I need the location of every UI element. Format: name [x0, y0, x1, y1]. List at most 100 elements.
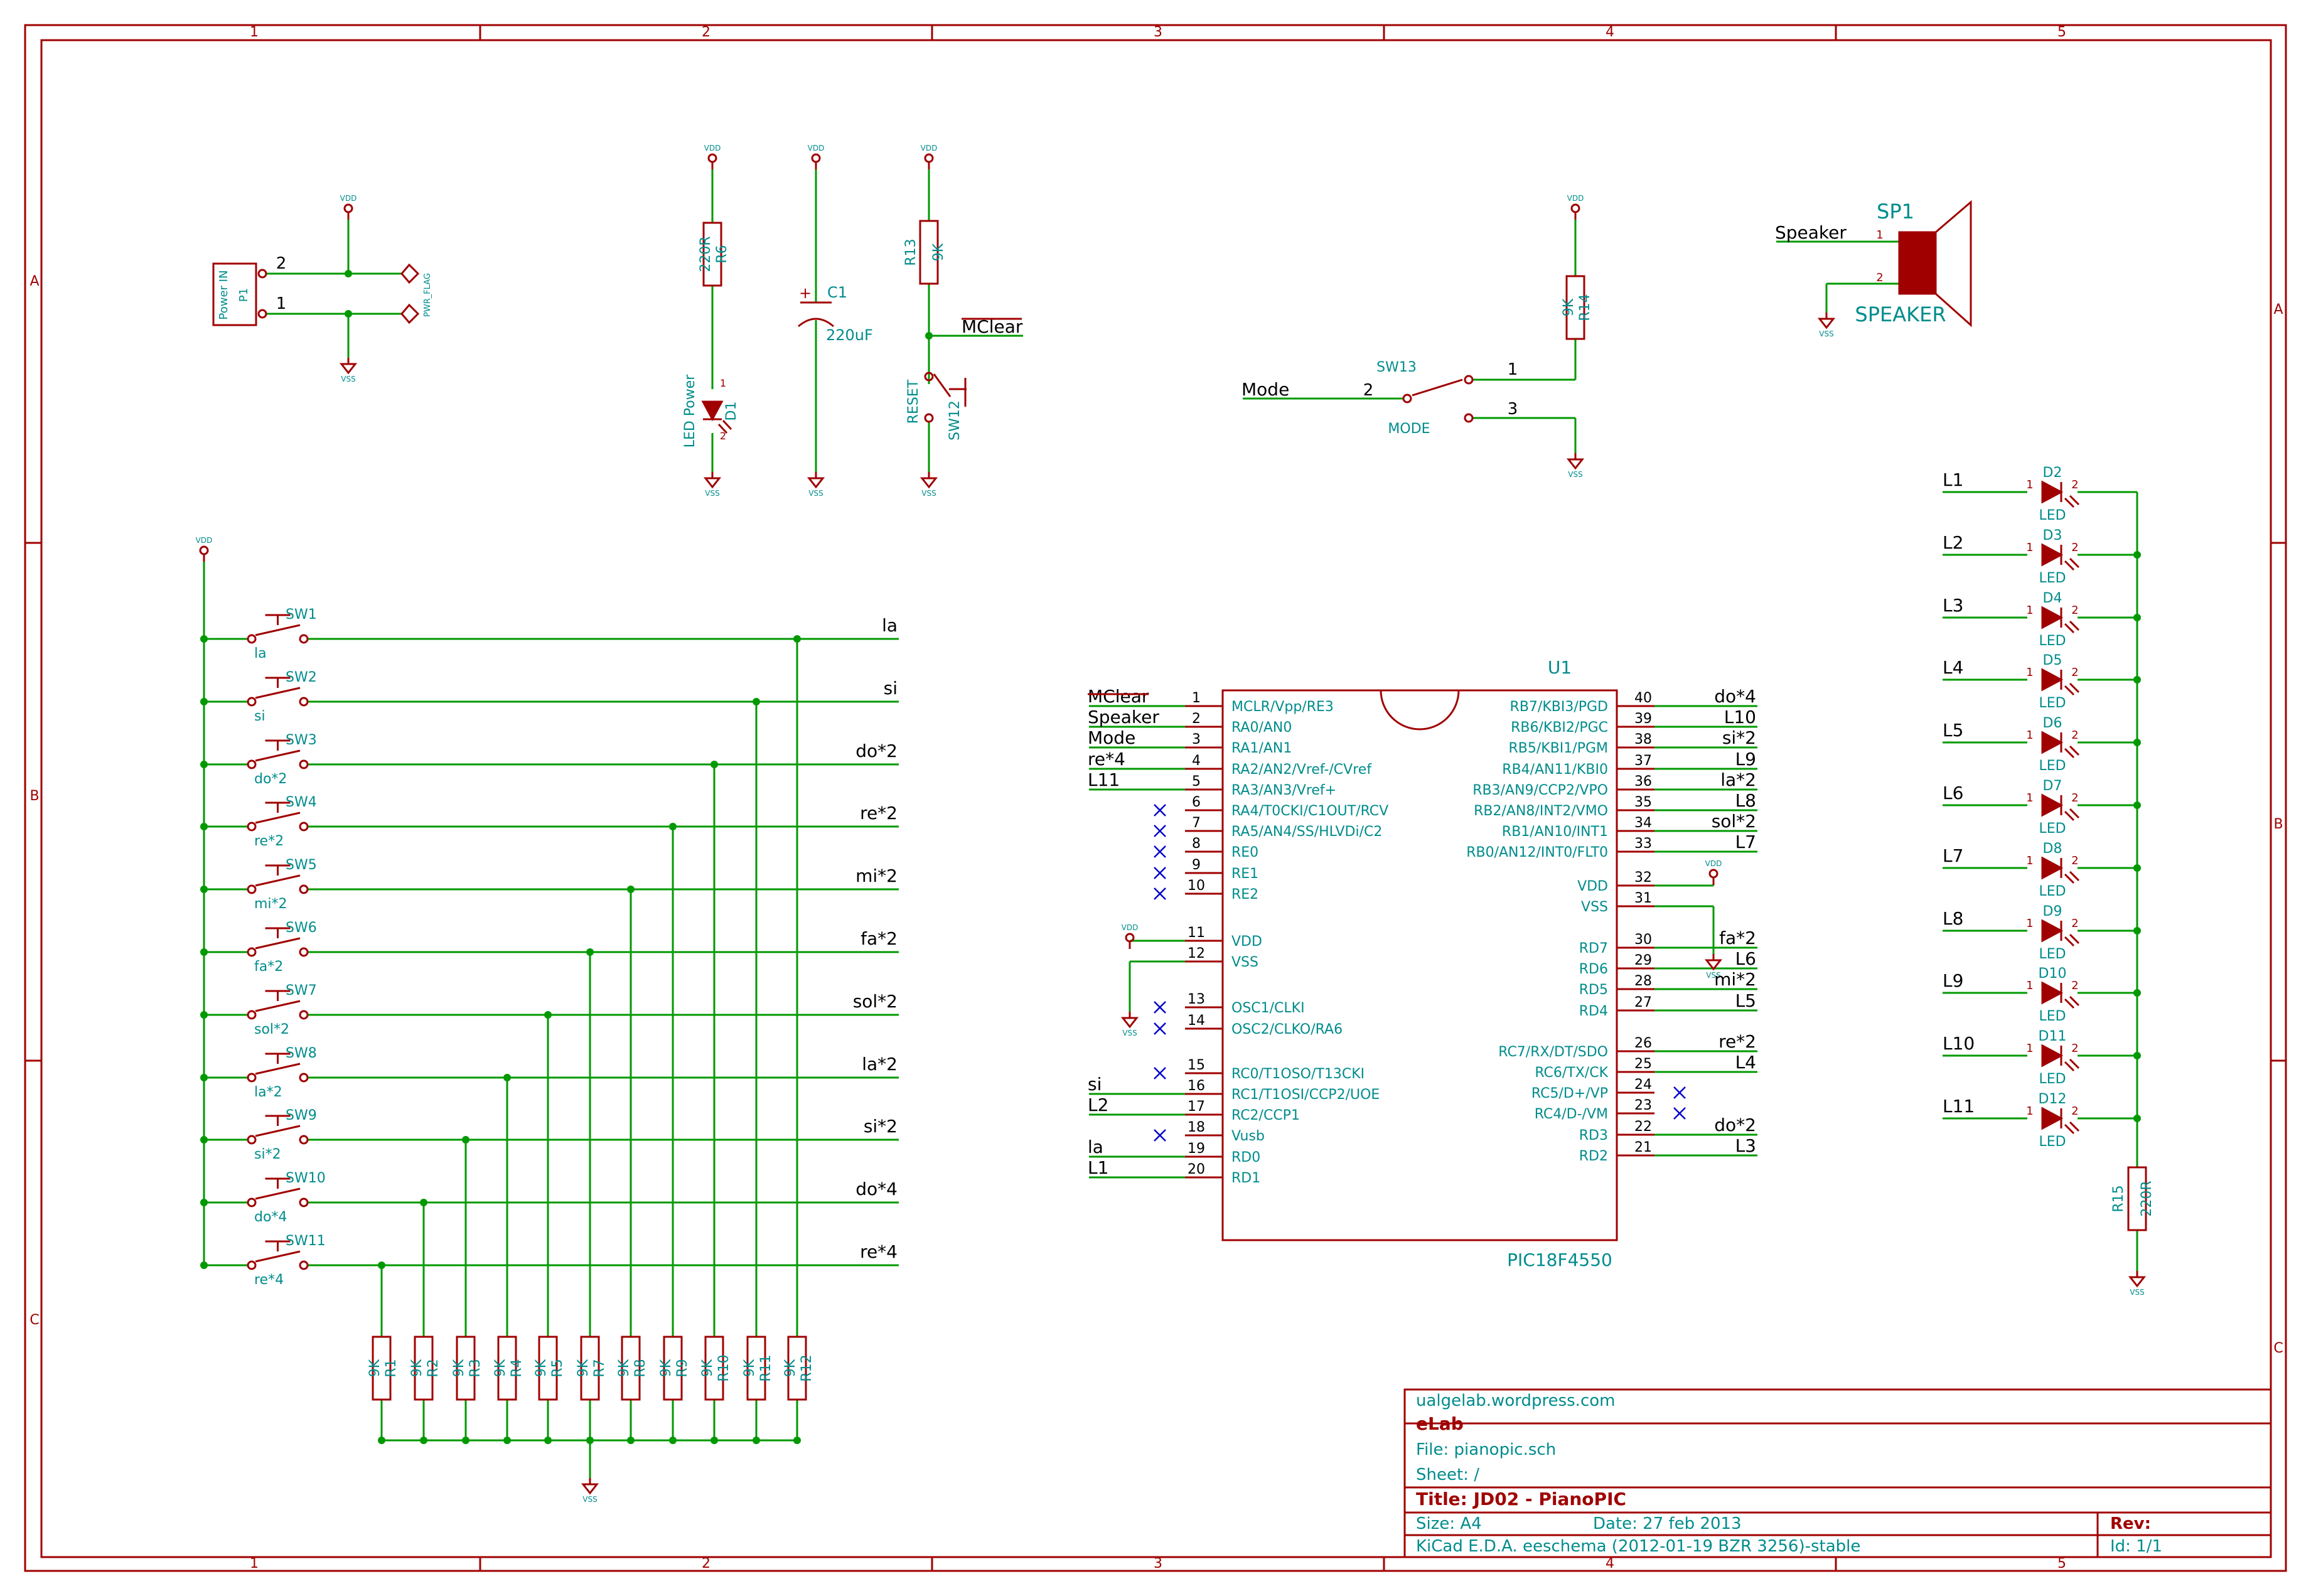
pin-number: 2 [1876, 271, 1883, 284]
switch-contact [1464, 413, 1474, 423]
pin-number: 6 [1192, 795, 1201, 810]
pin-number: 2 [2071, 478, 2078, 491]
switch-value: do*4 [254, 1209, 287, 1225]
vdd-label: VDD [196, 536, 213, 545]
pin-number: 31 [1634, 891, 1652, 906]
pin-name: VDD [1231, 934, 1262, 950]
resistor-value: 9K [658, 1359, 674, 1377]
ic-value: PIC18F4550 [1507, 1250, 1612, 1270]
pin-number: 8 [1192, 836, 1201, 852]
switch-value: RESET [906, 379, 921, 424]
led-value: LED [2039, 508, 2066, 523]
pin-name: MCLR/Vpp/RE3 [1231, 699, 1334, 715]
vdd-circle [707, 153, 717, 163]
switch-actuator [255, 687, 301, 699]
switch-ref: SW8 [286, 1046, 317, 1061]
pin-name: RA0/AN0 [1231, 720, 1292, 736]
pin-number: 24 [1634, 1077, 1652, 1093]
no-connect-stroke [1154, 887, 1166, 900]
switch-value: re*2 [254, 833, 284, 849]
vdd-circle [1125, 933, 1135, 943]
led-ray [2064, 936, 2075, 947]
pin-number: 9 [1192, 857, 1201, 873]
resistor-body [663, 1336, 683, 1401]
vdd-label: VDD [340, 194, 357, 203]
led-ray [722, 419, 732, 431]
net-label-led: L10 [1943, 1033, 1975, 1054]
led-triangle [2041, 668, 2064, 692]
pin-name: RB0/AN12/INT0/FLT0 [1466, 845, 1608, 860]
net-label-ic: re*2 [1719, 1031, 1756, 1052]
net-label-ic: L11 [1088, 769, 1120, 790]
no-connect-mark [1154, 1129, 1166, 1142]
switch-ref: SW6 [286, 920, 317, 936]
speaker-value: SPEAKER [1855, 303, 1946, 326]
switch-ref: SW4 [286, 795, 317, 810]
led-ray [2069, 620, 2080, 631]
pin-name: RA3/AN3/Vref+ [1231, 783, 1336, 798]
net-label-ic: L4 [1735, 1052, 1756, 1073]
pin-name: VSS [1581, 899, 1608, 915]
switch-value: la*2 [254, 1085, 282, 1100]
pin-number: 1 [1508, 360, 1518, 379]
led-ray [2064, 873, 2075, 884]
vss-label: VSS [808, 489, 823, 498]
switch-contact [247, 634, 257, 644]
pin-name: RD5 [1579, 982, 1608, 998]
switch-actuator [933, 373, 952, 397]
led-ray [2069, 1121, 2080, 1132]
resistor-body [1565, 275, 1585, 340]
net-label-ic: sol*2 [1712, 811, 1756, 832]
pin-number: 14 [1188, 1013, 1205, 1029]
title-rev: Rev: [2110, 1514, 2151, 1533]
vdd-symbol: VDD [704, 144, 721, 169]
pin-number: 32 [1634, 870, 1652, 886]
no-connect-stroke [1154, 845, 1166, 858]
pin-name: RB4/AN11/KBI0 [1502, 762, 1608, 778]
resistor-ref: R8 [633, 1359, 648, 1377]
switch-contact [299, 1073, 309, 1083]
cap-ref: C1 [827, 284, 847, 301]
pin-number: 2 [2071, 791, 2078, 805]
pin-name: RC7/RX/DT/SDO [1498, 1044, 1608, 1060]
vss-triangle [2128, 1276, 2147, 1288]
vdd-label: VDD [1122, 923, 1139, 932]
net-label-led: L5 [1943, 720, 1963, 741]
resistor-body [372, 1336, 392, 1401]
pin-name: OSC1/CLKI [1231, 1000, 1305, 1016]
net-label-key: la*2 [862, 1054, 898, 1074]
led-triangle [2041, 856, 2064, 880]
led-ref: D1 [724, 402, 739, 421]
net-label-led: L6 [1943, 783, 1963, 803]
pin-number: 5 [1192, 774, 1201, 790]
vss-symbol: VSS [807, 472, 825, 498]
net-label-led: L9 [1943, 970, 1963, 991]
vdd-circle [1570, 203, 1580, 213]
switch-ref: SW12 [947, 400, 963, 441]
resistor-body [746, 1336, 766, 1401]
net-label-ic: si*2 [1722, 727, 1756, 748]
vss-symbol: VSS [1704, 954, 1723, 980]
pin-number: 18 [1188, 1120, 1205, 1135]
net-label-ic: la*2 [1720, 769, 1756, 790]
net-label-ic: L7 [1735, 832, 1756, 852]
switch-contact [247, 1073, 257, 1083]
led-ray [2069, 808, 2080, 819]
resistor-value: 9K [783, 1359, 798, 1377]
led-triangle [2041, 1044, 2064, 1068]
no-connect-stroke [1154, 867, 1166, 879]
net-label-led: L4 [1943, 657, 1963, 678]
led-ray [2064, 747, 2075, 759]
led-triangle [2041, 543, 2064, 567]
switch-ref: SW1 [286, 607, 317, 623]
resistor-body [497, 1336, 517, 1401]
